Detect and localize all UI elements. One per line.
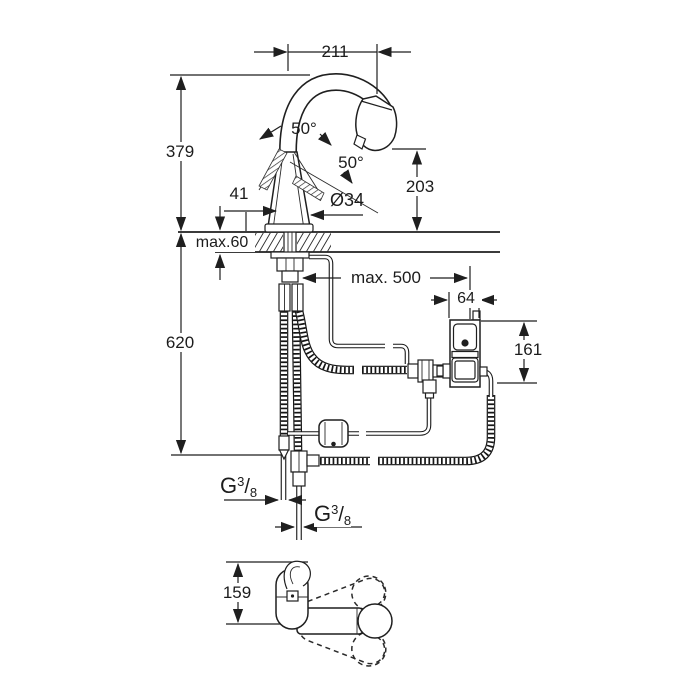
thread-2-denominator: 8	[343, 513, 352, 528]
handle-swing-annotation	[258, 125, 379, 214]
angle-label-handle-swing: 50°	[291, 119, 317, 138]
control-box	[436, 310, 488, 388]
dim-label-box-height: 161	[505, 340, 551, 359]
thread-2-numerator: 3	[331, 502, 339, 517]
faucet-spout	[288, 82, 398, 152]
lever-top-view	[283, 560, 311, 590]
dim-label-below-deck-height: 620	[155, 333, 205, 352]
dim-label-deck-thickness: max.60	[189, 234, 255, 252]
mounting-shank	[270, 231, 310, 312]
dim-label-handle-clearance: 41	[229, 184, 249, 203]
thread-label-2: G3/8	[314, 501, 352, 528]
dim-label-height-above-deck: 379	[156, 142, 204, 161]
dim-label-top-view-height: 159	[213, 583, 261, 602]
countertop-section	[178, 231, 500, 253]
thread-1-base: G	[220, 473, 238, 498]
dim-label-spout-diameter: Ø34	[329, 190, 365, 210]
thread-1-denominator: 8	[249, 485, 258, 500]
thread-2-base: G	[314, 501, 332, 526]
thread-1-slash: /	[244, 476, 250, 498]
pullout-spray-head	[355, 95, 398, 152]
faucet-top-view	[226, 560, 393, 667]
dimension-lines	[170, 44, 537, 533]
dim-label-spout-reach: 211	[321, 42, 349, 61]
inline-filter	[318, 419, 349, 448]
angle-label-spray-swing: 50°	[338, 153, 364, 172]
dim-label-box-width: 64	[450, 290, 482, 308]
thread-2-slash: /	[338, 504, 344, 526]
hose-end-fittings	[278, 435, 320, 487]
thread-1-numerator: 3	[237, 474, 245, 489]
dim-label-outlet-height: 203	[396, 177, 444, 196]
thread-label-1: G3/8	[220, 473, 258, 500]
escutcheon	[264, 223, 314, 233]
dim-label-hose-length: max. 500	[342, 268, 430, 287]
